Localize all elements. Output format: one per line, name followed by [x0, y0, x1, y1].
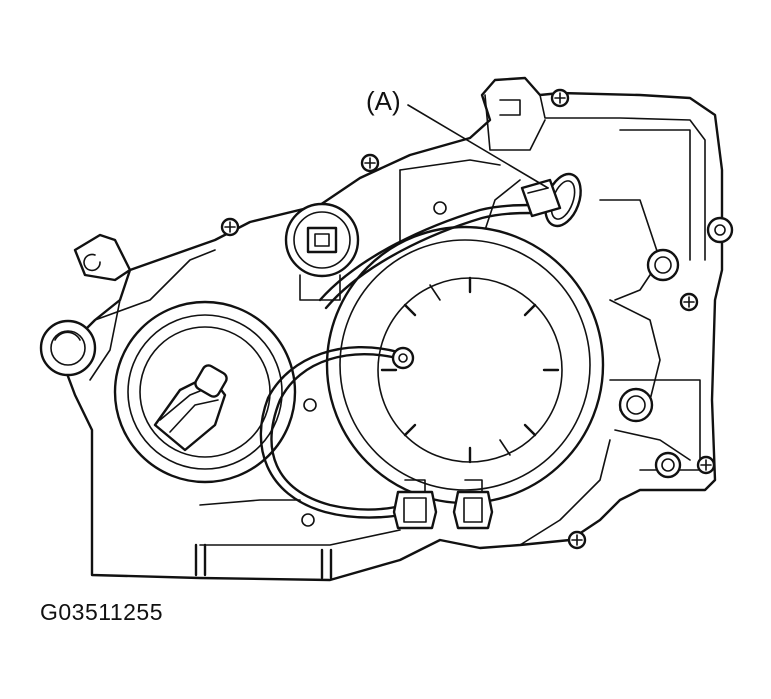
figure-id: G03511255 — [40, 599, 164, 625]
small-holes — [301, 201, 447, 527]
adjuster-knob-left — [39, 319, 97, 377]
bulb-socket-left — [113, 300, 297, 484]
screw-icon — [567, 530, 587, 550]
screw-icon — [220, 217, 240, 237]
screw-icon — [550, 88, 570, 108]
adjuster-right-bottom — [654, 451, 682, 479]
adjuster-right-lower — [618, 387, 654, 423]
screw-icon — [696, 455, 716, 475]
wire-harness — [259, 203, 534, 519]
main-dust-cover — [325, 225, 605, 505]
mount-hole-right — [706, 216, 734, 244]
adjuster-right-upper — [646, 248, 680, 282]
screw-icon — [679, 292, 699, 312]
callout-label-a: (A) — [366, 86, 401, 116]
mounting-tab-left — [73, 233, 132, 282]
screw-icon — [360, 153, 380, 173]
mounting-pins — [194, 543, 333, 580]
connector-a — [520, 172, 582, 228]
housing-outline — [58, 76, 724, 582]
connector-lower-1 — [392, 479, 438, 530]
leader-line — [407, 104, 549, 189]
connector-lower-2 — [452, 479, 494, 530]
